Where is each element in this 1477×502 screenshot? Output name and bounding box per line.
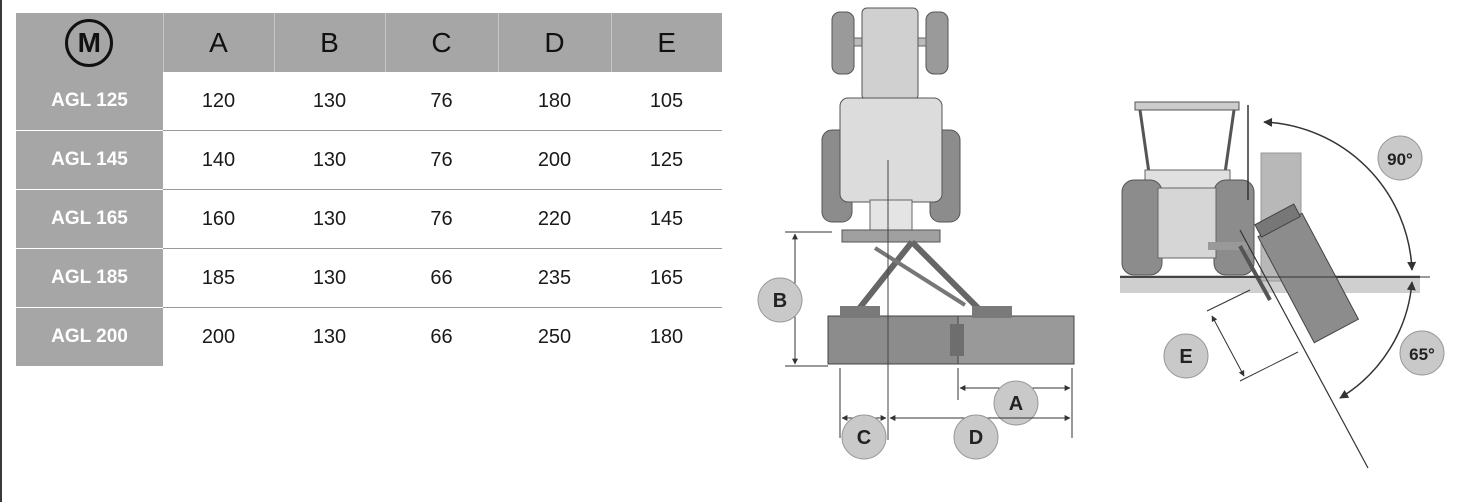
value-cell: 76 xyxy=(385,189,498,249)
model-column-header: M xyxy=(16,13,163,72)
value-cell: 105 xyxy=(611,72,722,131)
table-row: AGL 200 200 130 66 250 180 xyxy=(16,307,722,366)
angle-label-90: 90° xyxy=(1387,150,1413,169)
value-cell: 130 xyxy=(274,130,385,190)
value-cell: 200 xyxy=(498,130,611,190)
tractor-top-view xyxy=(821,7,1075,440)
dimension-b: B xyxy=(757,231,832,367)
value-cell: 130 xyxy=(274,248,385,308)
model-cell: AGL 145 xyxy=(16,130,163,190)
value-cell: 220 xyxy=(498,189,611,249)
dimension-c: C xyxy=(839,368,887,460)
value-cell: 180 xyxy=(498,72,611,131)
dimension-label-c: C xyxy=(857,427,871,449)
column-header-a: A xyxy=(162,13,274,72)
mower-dimension-diagram: B A C D xyxy=(757,7,1445,469)
value-cell: 165 xyxy=(611,248,722,308)
value-cell: 130 xyxy=(274,307,385,366)
table-row: AGL 125 120 130 76 180 105 xyxy=(16,72,722,131)
value-cell: 120 xyxy=(163,72,274,131)
dimension-label-e: E xyxy=(1179,346,1192,368)
value-cell: 250 xyxy=(498,307,611,366)
table-row: AGL 145 140 130 76 200 125 xyxy=(16,130,722,190)
dimension-a: A xyxy=(957,368,1073,438)
angle-90: 90° xyxy=(1263,117,1423,271)
table-row: AGL 165 160 130 76 220 145 xyxy=(16,189,722,249)
value-cell: 76 xyxy=(385,130,498,190)
value-cell: 140 xyxy=(163,130,274,190)
value-cell: 66 xyxy=(385,307,498,366)
model-cell: AGL 185 xyxy=(16,248,163,308)
value-cell: 130 xyxy=(274,72,385,131)
value-cell: 76 xyxy=(385,72,498,131)
dimensions-table: M A B C D E AGL 125 120 130 76 180 105 A… xyxy=(16,13,722,366)
value-cell: 125 xyxy=(611,130,722,190)
column-header-b: B xyxy=(273,13,385,72)
angle-65: 65° xyxy=(1250,276,1445,399)
column-header-e: E xyxy=(610,13,722,72)
model-cell: AGL 200 xyxy=(16,307,163,366)
table-row: AGL 185 185 130 66 235 165 xyxy=(16,248,722,308)
dimension-e: E xyxy=(1163,289,1299,382)
value-cell: 180 xyxy=(611,307,722,366)
dimension-label-b: B xyxy=(773,290,787,312)
value-cell: 130 xyxy=(274,189,385,249)
value-cell: 145 xyxy=(611,189,722,249)
table-header-row: M A B C D E xyxy=(16,13,722,72)
angle-label-65: 65° xyxy=(1409,345,1435,364)
dimension-d: D xyxy=(889,414,1071,460)
value-cell: 66 xyxy=(385,248,498,308)
column-header-d: D xyxy=(497,13,611,72)
model-cell: AGL 165 xyxy=(16,189,163,249)
model-symbol-icon: M xyxy=(65,18,114,67)
dimension-label-d: D xyxy=(969,427,983,449)
value-cell: 200 xyxy=(163,307,274,366)
value-cell: 160 xyxy=(163,189,274,249)
value-cell: 185 xyxy=(163,248,274,308)
dimension-label-a: A xyxy=(1009,393,1023,415)
value-cell: 235 xyxy=(498,248,611,308)
page-left-border xyxy=(0,0,2,502)
tractor-rear-view xyxy=(1120,101,1420,469)
column-header-c: C xyxy=(384,13,498,72)
model-cell: AGL 125 xyxy=(16,72,163,131)
